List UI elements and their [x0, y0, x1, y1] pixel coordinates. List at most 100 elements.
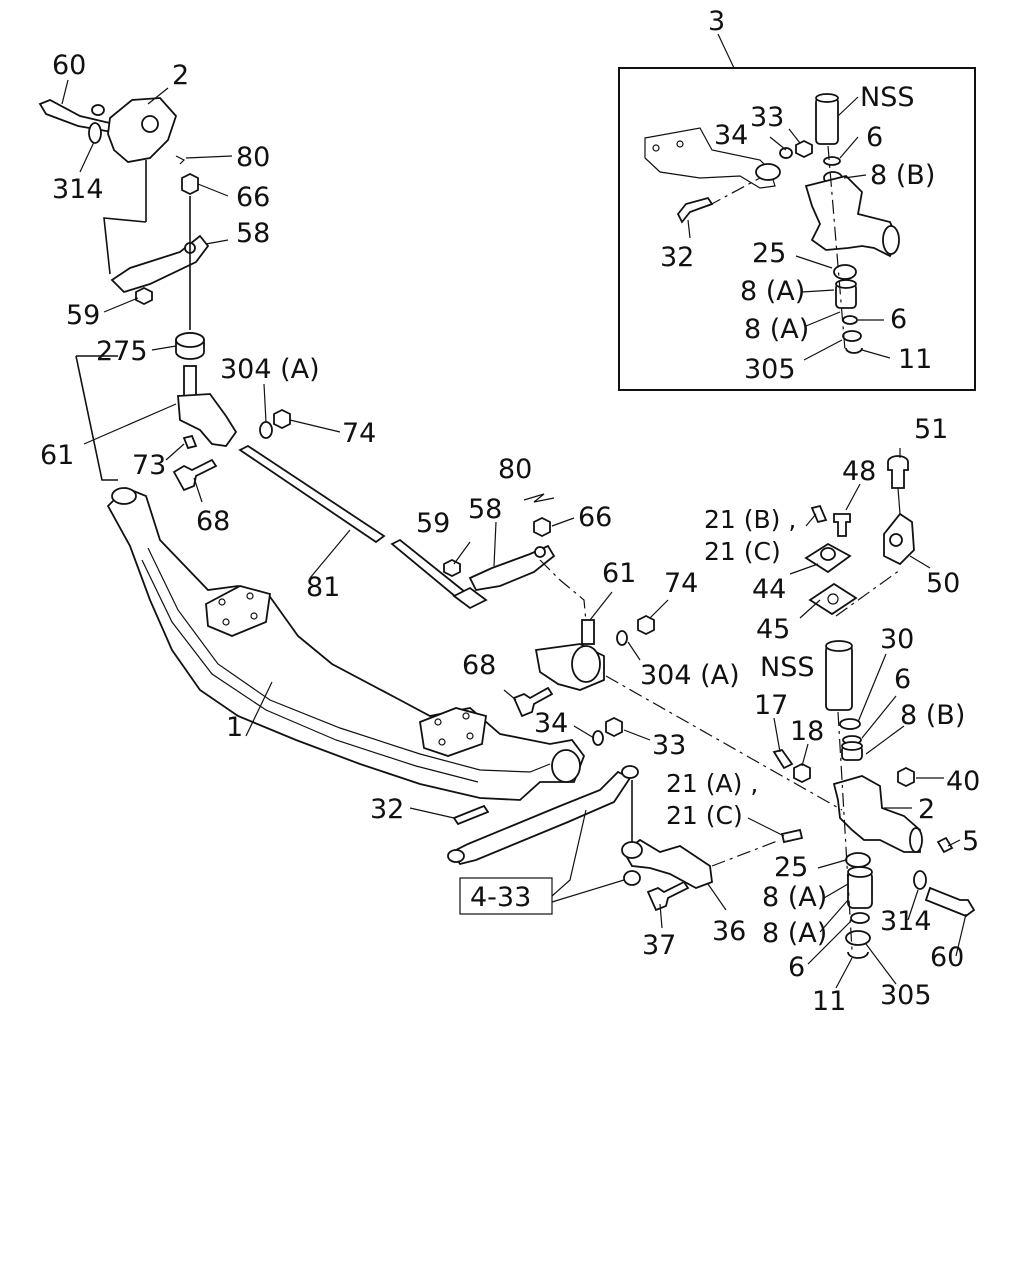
label-66-mid: 66: [578, 502, 612, 533]
label-68-mid: 68: [462, 650, 496, 681]
inset-washer-34: [779, 147, 793, 159]
label-32-inset: 32: [660, 242, 694, 273]
bolt-51: [887, 455, 909, 489]
left-steering-bracket-assembly: [38, 79, 341, 503]
bracket-2-left: [107, 97, 178, 163]
nut-59-mid: [443, 558, 461, 578]
label-304a-top: 304 (A): [220, 354, 320, 385]
label-21ac-line1: 21 (A) ,: [666, 769, 758, 798]
label-304a-mid: 304 (A): [640, 660, 740, 691]
inset-thrust-25: [833, 264, 857, 280]
label-21bc-line2: 21 (C): [704, 537, 781, 566]
label-305-main: 305: [880, 980, 932, 1011]
label-8a-main-2: 8 (A): [762, 918, 827, 949]
nut-40: [897, 766, 915, 788]
thrust-25: [845, 852, 871, 868]
label-60-top: 60: [52, 50, 86, 81]
cap-5: [936, 836, 954, 854]
stud-61-mid: [581, 619, 595, 645]
nut-33-mid: [605, 716, 623, 738]
label-314-top: 314: [52, 174, 104, 205]
label-61-mid: 61: [602, 558, 636, 589]
label-21ac-line2: 21 (C): [666, 801, 743, 830]
arm-58-mid: [468, 544, 556, 591]
arm-58-top: [110, 234, 210, 294]
label-11-main: 11: [812, 986, 846, 1017]
grease-nipple-17: [772, 748, 794, 770]
label-45: 45: [756, 614, 790, 645]
grease-nipple-21b: [810, 504, 828, 524]
label-8a-inset-1: 8 (A): [740, 276, 805, 307]
snapring-11: [847, 951, 869, 959]
bolt-48: [833, 513, 851, 537]
label-25-inset: 25: [752, 238, 786, 269]
label-33-inset: 33: [750, 102, 784, 133]
label-44: 44: [752, 574, 786, 605]
label-8b-main: 8 (B): [900, 700, 965, 731]
gasket-45: [808, 582, 858, 616]
label-32-mid: 32: [370, 794, 404, 825]
label-59-top: 59: [66, 300, 100, 331]
part-number-labels: 3 60 2 80 314 66 58 59 275 304 (A) 74 61…: [40, 6, 980, 1017]
bolt-60-left: [38, 99, 116, 134]
washer-34-mid: [592, 730, 604, 746]
label-36: 36: [712, 916, 746, 947]
nut-74-top: [273, 408, 291, 430]
label-305-inset: 305: [744, 354, 796, 385]
middle-steering-arm-assembly: [443, 493, 669, 718]
label-66-top: 66: [236, 182, 270, 213]
tie-rod-4-33: [447, 765, 639, 915]
label-8a-inset-2: 8 (A): [744, 314, 809, 345]
label-314-main: 314: [880, 906, 932, 937]
plug-18: [793, 762, 811, 784]
inset-frame: [618, 67, 976, 391]
shim-305: [845, 930, 871, 946]
washer-314-right: [913, 870, 927, 890]
label-25-main: 25: [774, 852, 808, 883]
bolt-37: [646, 880, 690, 912]
label-74-mid: 74: [664, 568, 698, 599]
label-37: 37: [642, 930, 676, 961]
label-2-main: 2: [918, 794, 935, 825]
label-21bc-line1: 21 (B) ,: [704, 505, 796, 534]
washer-6-bottom: [850, 912, 870, 924]
label-3: 3: [708, 6, 725, 37]
inset-washer-6-bottom: [842, 315, 858, 325]
label-5: 5: [962, 826, 979, 857]
stud-61-top: [183, 365, 197, 397]
inset-knuckle: [804, 175, 899, 258]
label-58-mid: 58: [468, 494, 502, 525]
grease-nipple-21a: [780, 828, 804, 844]
inset-shim-305: [842, 330, 862, 342]
bolt-68-mid: [512, 686, 554, 718]
bolt-60-right: [924, 886, 976, 918]
label-51: 51: [914, 414, 948, 445]
label-6-inset-bottom: 6: [890, 304, 907, 335]
seal-30: [839, 718, 861, 730]
label-nss-main: NSS: [760, 652, 814, 683]
label-40: 40: [946, 766, 980, 797]
washer-314-left: [88, 122, 102, 144]
washer-304a-mid: [616, 630, 628, 646]
drag-link-81: [238, 444, 488, 610]
label-68-top: 68: [196, 506, 230, 537]
inset-kingpin-detail: [618, 33, 976, 391]
label-58-top: 58: [236, 218, 270, 249]
axle-beam-1: [106, 486, 586, 801]
label-33-mid: 33: [652, 730, 686, 761]
label-34-mid: 34: [534, 708, 568, 739]
washer-304a-top: [259, 421, 273, 439]
inset-snapring-11: [845, 347, 863, 354]
label-60-main: 60: [930, 942, 964, 973]
label-8b-inset: 8 (B): [870, 160, 935, 191]
label-18: 18: [790, 716, 824, 747]
label-59-mid: 59: [416, 508, 450, 539]
nut-59-top: [135, 286, 153, 306]
label-74-top: 74: [342, 418, 376, 449]
label-2-top: 2: [172, 60, 189, 91]
inset-washer-6-top: [823, 156, 841, 166]
label-6-main-bottom: 6: [788, 952, 805, 983]
label-6-main-top: 6: [894, 664, 911, 695]
inset-kingpin-nss: [815, 97, 839, 145]
label-50: 50: [926, 568, 960, 599]
